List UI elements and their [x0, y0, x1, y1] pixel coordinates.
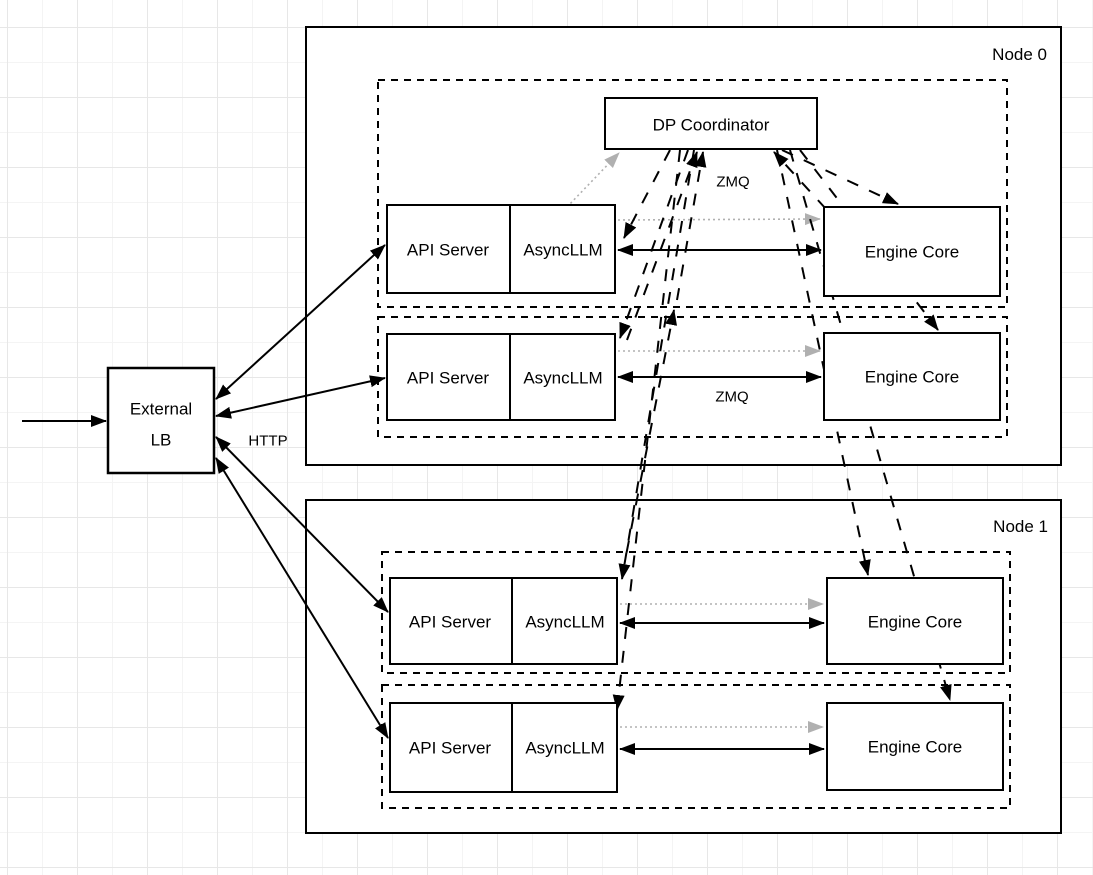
edge-lb-api-n0r1 [215, 375, 386, 419]
engine-core-box-n0r1 [823, 332, 1001, 421]
edge-up-to-coordinator [676, 151, 707, 301]
external-lb-label-line2: LB [151, 431, 172, 450]
api-server-label-n0r0: API Server [407, 241, 490, 260]
engine-core-label-n0r0: Engine Core [865, 243, 960, 262]
rank-container-n0r1 [377, 316, 1008, 438]
api-asyncllm-box-n0r1 [386, 333, 616, 421]
engine-core-box-n0r0 [823, 206, 1001, 297]
edge-coord-to-asyncllm-n1r0 [618, 149, 695, 580]
labels: Node 0 Node 1 External LB DP Coordinator… [130, 45, 1048, 758]
engine-core-label-n1r0: Engine Core [868, 613, 963, 632]
api-asyncllm-box-n1r0 [389, 577, 618, 665]
zmq-label-rank: ZMQ [715, 389, 748, 406]
api-server-label-n1r0: API Server [409, 613, 492, 632]
rank-container-n1r0 [381, 551, 1011, 674]
engine-core-label-n0r1: Engine Core [865, 368, 960, 387]
coordinator-dashed-connectors [612, 149, 952, 711]
engine-core-box-n1r1 [826, 702, 1004, 791]
rank-containers [377, 79, 1011, 809]
edge-asyncllm-n1r0-up [621, 309, 678, 577]
asyncllm-label-n0r0: AsyncLLM [523, 241, 602, 260]
edge-lb-api-n0r0 [215, 244, 386, 400]
rank-container-n1r1 [381, 684, 1011, 809]
edge-coord-to-engine-n0r0 [781, 149, 899, 205]
edge-dotted-n0r0 [617, 213, 821, 226]
api-asyncllm-box-n0r0 [386, 204, 616, 294]
edge-coord-to-asyncllm-n0r0 [623, 149, 671, 239]
external-lb-label-line1: External [130, 400, 192, 419]
api-asyncllm-box-n1r1 [389, 702, 618, 793]
asyncllm-label-n1r1: AsyncLLM [525, 739, 604, 758]
asyncllm-label-n1r0: AsyncLLM [525, 613, 604, 632]
edge-asyncllm-n0r1-to-coord [626, 151, 698, 341]
engine-core-box-n1r0 [826, 577, 1004, 665]
boxes [106, 97, 1004, 793]
external-lb-box [106, 366, 216, 475]
asyncllm-label-n0r1: AsyncLLM [523, 369, 602, 388]
node0-label: Node 0 [992, 45, 1047, 64]
node1-label: Node 1 [993, 517, 1048, 536]
dp-coordinator-box [604, 97, 818, 150]
edge-lb-api-n1r1 [215, 457, 389, 739]
zmq-label-top: ZMQ [716, 174, 749, 191]
grey-dotted-connectors [566, 152, 824, 733]
api-server-label-n1r1: API Server [409, 739, 492, 758]
api-server-label-n0r1: API Server [407, 369, 490, 388]
edge-coord-to-engine-n1r0 [776, 149, 871, 576]
engine-core-label-n1r1: Engine Core [868, 738, 963, 757]
rank-container-n0r0 [377, 79, 1008, 308]
dp-coordinator-label: DP Coordinator [653, 116, 770, 135]
http-label: HTTP [248, 433, 287, 450]
